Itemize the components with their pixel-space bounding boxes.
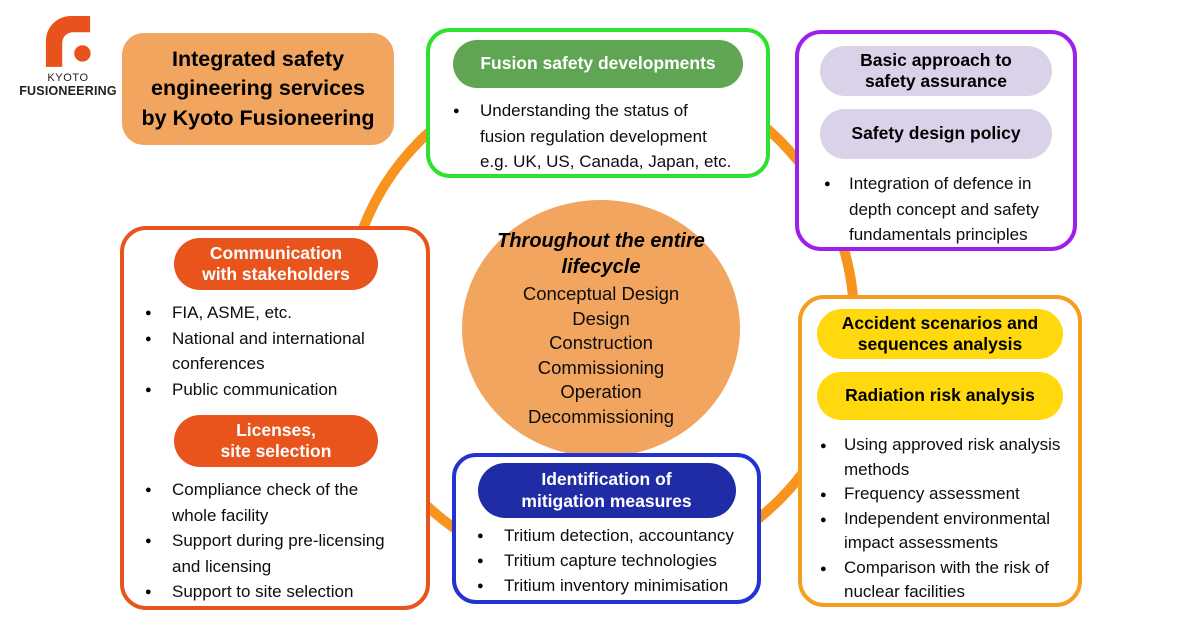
bullet-item: Compliance check of the whole facility bbox=[136, 477, 414, 528]
mitigation-header: Identification of mitigation measures bbox=[477, 463, 736, 518]
lifecycle-stage: Operation bbox=[560, 381, 642, 402]
risk-analysis-box: Accident scenarios and sequences analysi… bbox=[798, 295, 1082, 607]
fusion-safety-box: Fusion safety developments Understanding… bbox=[426, 28, 770, 178]
basic-approach-header: Basic approach to safety assurance bbox=[820, 46, 1052, 96]
safety-assurance-box: Basic approach to safety assurance Safet… bbox=[795, 30, 1077, 251]
bullet-item: Frequency assessment bbox=[816, 482, 1064, 507]
radiation-risk-header: Radiation risk analysis bbox=[817, 372, 1063, 420]
mitigation-bullets: Tritium detection, accountancy Tritium c… bbox=[468, 523, 745, 599]
bullet-item: Understanding the status of fusion regul… bbox=[444, 98, 752, 175]
bullet-item: Comparison with the risk of nuclear faci… bbox=[816, 556, 1064, 605]
communication-bullets: FIA, ASME, etc. National and internation… bbox=[136, 300, 414, 403]
page-title: Integrated safety engineering services b… bbox=[141, 46, 375, 130]
logo-text-kyoto: KYOTO bbox=[47, 72, 89, 84]
safety-design-policy-header: Safety design policy bbox=[820, 109, 1052, 159]
communication-header-label: Communication with stakeholders bbox=[202, 242, 350, 284]
fusion-safety-header-label: Fusion safety developments bbox=[480, 53, 716, 74]
safety-design-policy-header-label: Safety design policy bbox=[851, 123, 1021, 144]
lifecycle-title: Throughout the entire lifecycle bbox=[497, 230, 705, 278]
lifecycle-stage: Conceptual Design bbox=[522, 283, 680, 304]
fusion-safety-bullets: Understanding the status of fusion regul… bbox=[444, 98, 752, 175]
bullet-item: FIA, ASME, etc. bbox=[136, 300, 414, 326]
lifecycle-stage: Commissioning bbox=[537, 356, 665, 378]
kyoto-fusioneering-logo-icon bbox=[45, 15, 91, 67]
bullet-item: Using approved risk analysis methods bbox=[816, 433, 1064, 482]
fusion-safety-header: Fusion safety developments bbox=[453, 40, 743, 88]
bullet-item: Public communication bbox=[136, 377, 414, 402]
logo-text-fusioneering: FUSIONEERING bbox=[19, 84, 117, 98]
bullet-item: National and international conferences bbox=[136, 326, 414, 377]
accident-scenarios-header-label: Accident scenarios and sequences analysi… bbox=[841, 312, 1039, 354]
lifecycle-stage: Decommissioning bbox=[528, 405, 674, 427]
communication-header: Communication with stakeholders bbox=[174, 238, 378, 290]
radiation-risk-header-label: Radiation risk analysis bbox=[845, 385, 1035, 406]
lifecycle-circle: Throughout the entire lifecycle Conceptu… bbox=[462, 200, 740, 457]
stakeholder-communication-box: Communication with stakeholders FIA, ASM… bbox=[120, 226, 430, 610]
lifecycle-stage: Design bbox=[572, 307, 630, 329]
bullet-item: Support during pre-licensing and licensi… bbox=[136, 528, 414, 579]
mitigation-box: Identification of mitigation measures Tr… bbox=[452, 453, 761, 604]
bullet-item: Tritium detection, accountancy bbox=[468, 523, 745, 549]
bullet-item: Support to site selection bbox=[136, 579, 414, 605]
licenses-bullets: Compliance check of the whole facility S… bbox=[136, 477, 414, 605]
basic-approach-header-label: Basic approach to safety assurance bbox=[860, 49, 1012, 91]
lifecycle-stage: Construction bbox=[549, 332, 653, 353]
bullet-item: Tritium inventory minimisation bbox=[468, 573, 745, 599]
bullet-item: Integration of defence in depth concept … bbox=[815, 171, 1057, 248]
title-box: Integrated safety engineering services b… bbox=[122, 33, 394, 145]
licenses-header: Licenses, site selection bbox=[174, 415, 378, 467]
bullet-item: Tritium capture technologies bbox=[468, 548, 745, 574]
kyoto-fusioneering-logo: KYOTO FUSIONEERING bbox=[14, 10, 122, 98]
mitigation-header-label: Identification of mitigation measures bbox=[521, 469, 692, 511]
bullet-item: Independent environmental impact assessm… bbox=[816, 507, 1064, 556]
licenses-header-label: Licenses, site selection bbox=[220, 419, 332, 461]
risk-bullets: Using approved risk analysis methods Fre… bbox=[816, 433, 1064, 605]
safety-assurance-bullets: Integration of defence in depth concept … bbox=[815, 171, 1057, 248]
accident-scenarios-header: Accident scenarios and sequences analysi… bbox=[817, 309, 1063, 359]
